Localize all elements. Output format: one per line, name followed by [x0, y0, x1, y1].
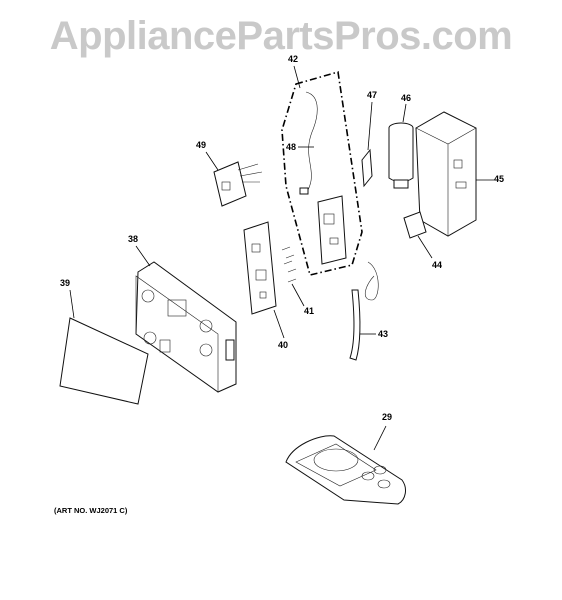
label-41: 41: [304, 306, 314, 316]
circuit-board-inner: [317, 195, 347, 265]
label-29: 29: [382, 412, 392, 422]
part-46-capacitor: [388, 103, 414, 189]
label-40: 40: [278, 340, 288, 350]
part-41-screws: [281, 246, 305, 307]
label-49: 49: [196, 140, 206, 150]
part-42-wire-harness-group: [281, 65, 363, 276]
part-44-connector: [403, 211, 433, 259]
watermark-logo: AppliancePartsPros.com: [49, 14, 513, 58]
part-49-small-board: [205, 151, 263, 207]
part-43-wire: [349, 261, 379, 361]
part-39-cover-plate: [59, 289, 149, 405]
label-47: 47: [367, 90, 377, 100]
label-45: 45: [494, 174, 504, 184]
label-42: 42: [288, 54, 298, 64]
part-45-control-box: [415, 111, 494, 237]
label-43: 43: [378, 329, 388, 339]
label-48: 48: [286, 142, 296, 152]
part-29-remote-control: [285, 425, 406, 505]
label-46: 46: [401, 93, 411, 103]
label-44: 44: [432, 260, 442, 270]
part-38-control-panel: [135, 245, 237, 393]
label-38: 38: [128, 234, 138, 244]
part-47-bracket: [361, 101, 373, 188]
part-40-main-board: [243, 221, 285, 339]
label-39: 39: [60, 278, 70, 288]
art-number: (ART NO. WJ2071 C): [54, 506, 128, 515]
